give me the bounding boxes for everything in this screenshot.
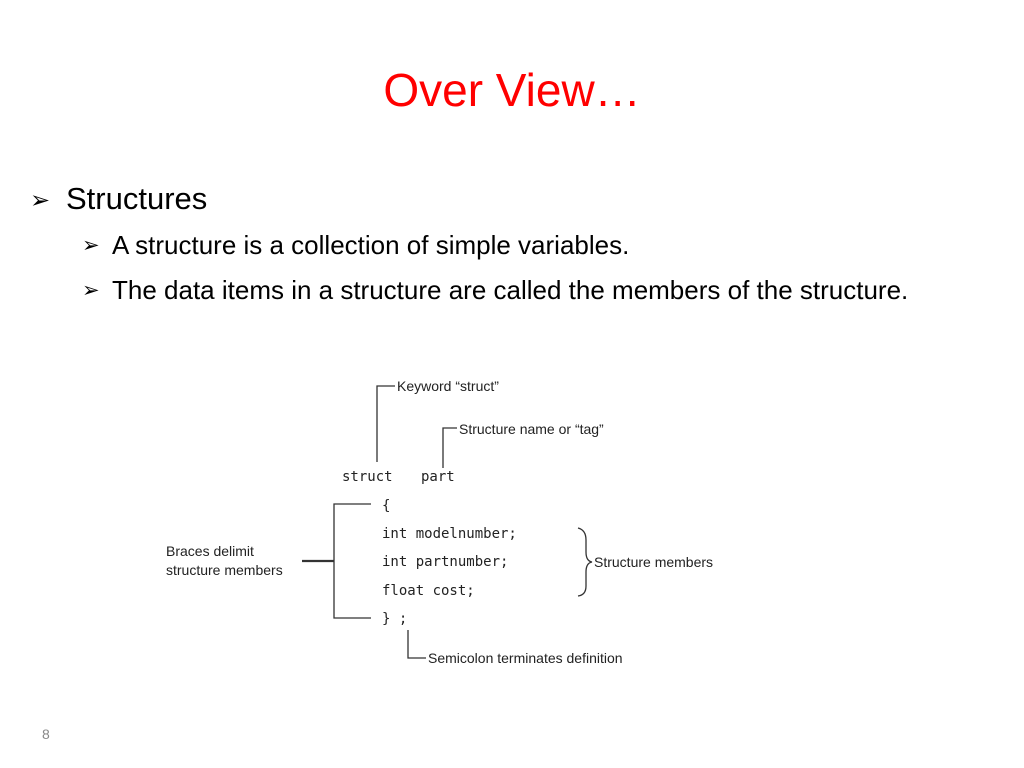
arrow-bullet-icon: ➢ (82, 279, 100, 302)
label-braces-line2: structure members (166, 562, 283, 578)
label-keyword: Keyword “struct” (397, 378, 499, 394)
members-curly-brace (577, 527, 593, 597)
label-semicolon: Semicolon terminates definition (428, 650, 623, 666)
label-tag: Structure name or “tag” (459, 421, 604, 437)
code-tag-part: part (421, 469, 455, 485)
semicolon-leader-line (407, 630, 426, 659)
bullet-structures: ➢ Structures (30, 180, 430, 220)
bullet-text: Structures (66, 181, 208, 216)
code-member-partnumber: int partnumber; (382, 554, 509, 570)
code-member-modelnumber: int modelnumber; (382, 526, 517, 542)
arrow-bullet-icon: ➢ (30, 187, 51, 214)
arrow-bullet-icon: ➢ (82, 234, 100, 257)
braces-bracket-line (333, 503, 371, 619)
keyword-leader-line (376, 385, 395, 462)
slide-title: Over View… (383, 64, 641, 116)
code-close-brace: } ; (382, 611, 408, 627)
bullet-definition: ➢ A structure is a collection of simple … (82, 227, 962, 267)
bullet-text: The data items in a structure are called… (112, 275, 909, 305)
slide-number: 8 (42, 726, 50, 742)
bullet-members: ➢ The data items in a structure are call… (82, 272, 962, 352)
code-open-brace: { (382, 498, 391, 514)
code-member-cost: float cost; (382, 583, 475, 599)
tag-leader-line (442, 427, 457, 468)
code-keyword-struct: struct (342, 469, 393, 485)
bullet-text: A structure is a collection of simple va… (112, 230, 630, 260)
label-members: Structure members (594, 554, 714, 570)
label-braces-line1: Braces delimit (166, 543, 254, 559)
